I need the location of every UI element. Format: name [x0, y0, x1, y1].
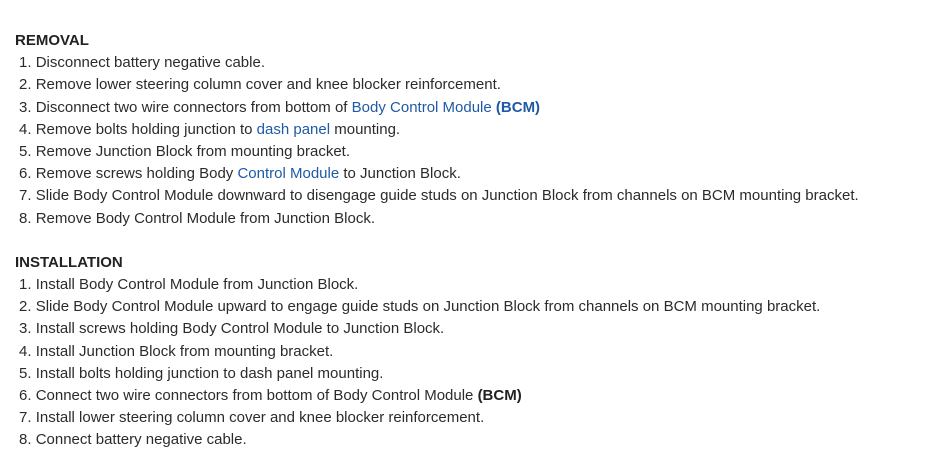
step-text: Install Junction Block from mounting bra…	[35, 342, 334, 360]
step-text: Remove Junction Block from mounting brac…	[35, 143, 350, 161]
step-number: 4.	[19, 120, 32, 138]
procedure-document: REMOVAL 1. Disconnect battery negative c…	[15, 30, 935, 452]
step-text: Remove lower steering column cover and k…	[35, 76, 501, 94]
step-link[interactable]: (BCM)	[495, 98, 541, 116]
step-number: 4.	[19, 342, 32, 360]
step-link[interactable]: Body Control Module	[351, 98, 492, 116]
step-text: Remove screws holding Body	[35, 165, 238, 183]
step-text: to Junction Block.	[339, 165, 461, 183]
removal-step-7: 7. Slide Body Control Module downward to…	[19, 185, 935, 207]
step-text: Install screws holding Body Control Modu…	[35, 320, 445, 338]
removal-steps: 1. Disconnect battery negative cable.2. …	[15, 52, 935, 230]
step-number: 3.	[19, 98, 32, 116]
step-text: Disconnect battery negative cable.	[35, 54, 265, 72]
step-text: Install lower steering column cover and …	[35, 409, 485, 427]
removal-step-3: 3. Disconnect two wire connectors from b…	[19, 97, 935, 119]
step-emphasis: (BCM)	[477, 387, 522, 405]
removal-step-4: 4. Remove bolts holding junction to dash…	[19, 119, 935, 141]
installation-steps: 1. Install Body Control Module from Junc…	[15, 274, 935, 452]
step-text: Slide Body Control Module upward to enga…	[35, 298, 821, 316]
step-number: 8.	[19, 209, 32, 227]
step-number: 5.	[19, 143, 32, 161]
removal-section: REMOVAL 1. Disconnect battery negative c…	[15, 30, 935, 230]
step-number: 8.	[19, 431, 32, 449]
step-text: Remove bolts holding junction to	[35, 120, 257, 138]
installation-step-8: 8. Connect battery negative cable.	[19, 429, 935, 451]
step-text: mounting.	[330, 120, 401, 138]
installation-step-2: 2. Slide Body Control Module upward to e…	[19, 296, 935, 318]
installation-section: INSTALLATION 1. Install Body Control Mod…	[15, 252, 935, 452]
step-text: Install Body Control Module from Junctio…	[35, 276, 359, 294]
step-number: 2.	[19, 76, 32, 94]
removal-step-8: 8. Remove Body Control Module from Junct…	[19, 208, 935, 230]
step-number: 7.	[19, 409, 32, 427]
step-number: 5.	[19, 364, 32, 382]
removal-heading: REMOVAL	[15, 32, 89, 49]
step-number: 1.	[19, 276, 32, 294]
installation-step-4: 4. Install Junction Block from mounting …	[19, 341, 935, 363]
step-number: 2.	[19, 298, 32, 316]
step-number: 7.	[19, 187, 32, 205]
removal-step-6: 6. Remove screws holding Body Control Mo…	[19, 163, 935, 185]
step-link[interactable]: Control Module	[237, 165, 340, 183]
removal-step-5: 5. Remove Junction Block from mounting b…	[19, 141, 935, 163]
step-number: 6.	[19, 387, 32, 405]
installation-step-7: 7. Install lower steering column cover a…	[19, 407, 935, 429]
removal-step-1: 1. Disconnect battery negative cable.	[19, 52, 935, 74]
section-spacer	[15, 230, 935, 252]
step-text: Slide Body Control Module downward to di…	[35, 187, 859, 205]
installation-step-6: 6. Connect two wire connectors from bott…	[19, 385, 935, 407]
installation-step-5: 5. Install bolts holding junction to das…	[19, 363, 935, 385]
installation-step-3: 3. Install screws holding Body Control M…	[19, 318, 935, 340]
installation-heading: INSTALLATION	[15, 253, 123, 271]
step-number: 1.	[19, 54, 32, 72]
installation-step-1: 1. Install Body Control Module from Junc…	[19, 274, 935, 296]
step-text: Install bolts holding junction to dash p…	[35, 364, 384, 382]
step-number: 6.	[19, 165, 32, 183]
step-text: Connect battery negative cable.	[35, 431, 247, 449]
step-text: Disconnect two wire connectors from bott…	[35, 98, 352, 116]
step-text: Connect two wire connectors from bottom …	[35, 387, 478, 405]
step-text: Remove Body Control Module from Junction…	[35, 209, 376, 227]
step-link[interactable]: dash panel	[256, 120, 331, 138]
removal-step-2: 2. Remove lower steering column cover an…	[19, 74, 935, 96]
step-number: 3.	[19, 320, 32, 338]
